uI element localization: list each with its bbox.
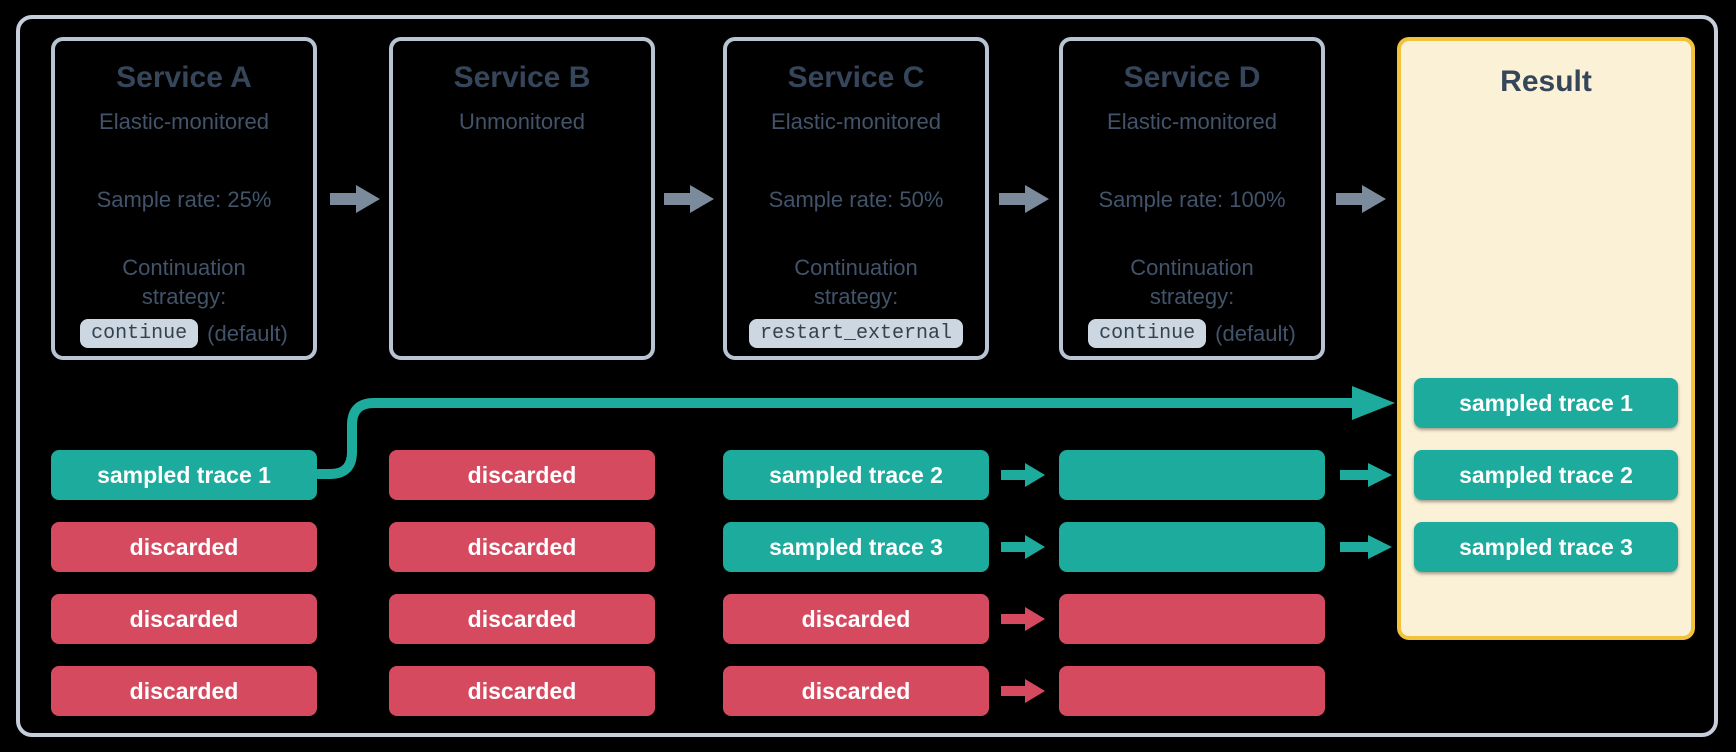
monitoring-label: Unmonitored — [459, 109, 585, 134]
monitoring-label: Elastic-monitored — [99, 109, 269, 134]
continuation-strategy-label: Continuation strategy: — [122, 255, 246, 309]
trace-chip: discarded — [723, 666, 989, 716]
trace-chip: sampled trace 1 — [51, 450, 317, 500]
continuation-strategy-label: Continuation strategy: — [794, 255, 918, 309]
diagram-outer-frame — [16, 15, 1718, 737]
trace-chip: discarded — [51, 666, 317, 716]
continuation-strategy-label: Continuation strategy: — [1130, 255, 1254, 309]
trace-chip: discarded — [51, 594, 317, 644]
trace-chip — [1059, 450, 1325, 500]
strategy-row: continue (default) — [1088, 319, 1296, 348]
trace-chip: discarded — [723, 594, 989, 644]
strategy-row: continue (default) — [80, 319, 288, 348]
service-box-a: Service A Elastic-monitored Sample rate:… — [51, 37, 317, 360]
trace-chip: sampled trace 3 — [1414, 522, 1678, 572]
strategy-code-chip: continue — [1088, 319, 1207, 348]
trace-chip — [1059, 522, 1325, 572]
trace-chip: sampled trace 3 — [723, 522, 989, 572]
sample-rate-label: Sample rate: 100% — [1098, 187, 1286, 212]
trace-chip: discarded — [51, 522, 317, 572]
strategy-default-suffix: (default) — [1215, 320, 1296, 346]
service-title: Service C — [787, 61, 925, 94]
service-box-c: Service C Elastic-monitored Sample rate:… — [723, 37, 989, 360]
trace-chip: discarded — [389, 594, 655, 644]
service-title: Service A — [116, 61, 252, 94]
trace-chip: discarded — [389, 522, 655, 572]
service-box-b: Service B Unmonitored — [389, 37, 655, 360]
trace-chip: sampled trace 2 — [723, 450, 989, 500]
trace-chip: sampled trace 1 — [1414, 378, 1678, 428]
trace-chip — [1059, 594, 1325, 644]
sample-rate-label: Sample rate: 50% — [768, 187, 944, 212]
trace-chip — [1059, 666, 1325, 716]
monitoring-label: Elastic-monitored — [771, 109, 941, 134]
trace-chip: sampled trace 2 — [1414, 450, 1678, 500]
service-title: Service D — [1123, 61, 1261, 94]
strategy-code-chip: restart_external — [748, 319, 964, 348]
result-title: Result — [1500, 65, 1592, 98]
service-title: Service B — [453, 61, 591, 94]
strategy-code-chip: continue — [80, 319, 199, 348]
strategy-default-suffix: (default) — [207, 320, 288, 346]
trace-chip: discarded — [389, 666, 655, 716]
trace-chip: discarded — [389, 450, 655, 500]
monitoring-label: Elastic-monitored — [1107, 109, 1277, 134]
service-box-d: Service D Elastic-monitored Sample rate:… — [1059, 37, 1325, 360]
strategy-row: restart_external — [748, 319, 964, 348]
sample-rate-label: Sample rate: 25% — [96, 187, 272, 212]
